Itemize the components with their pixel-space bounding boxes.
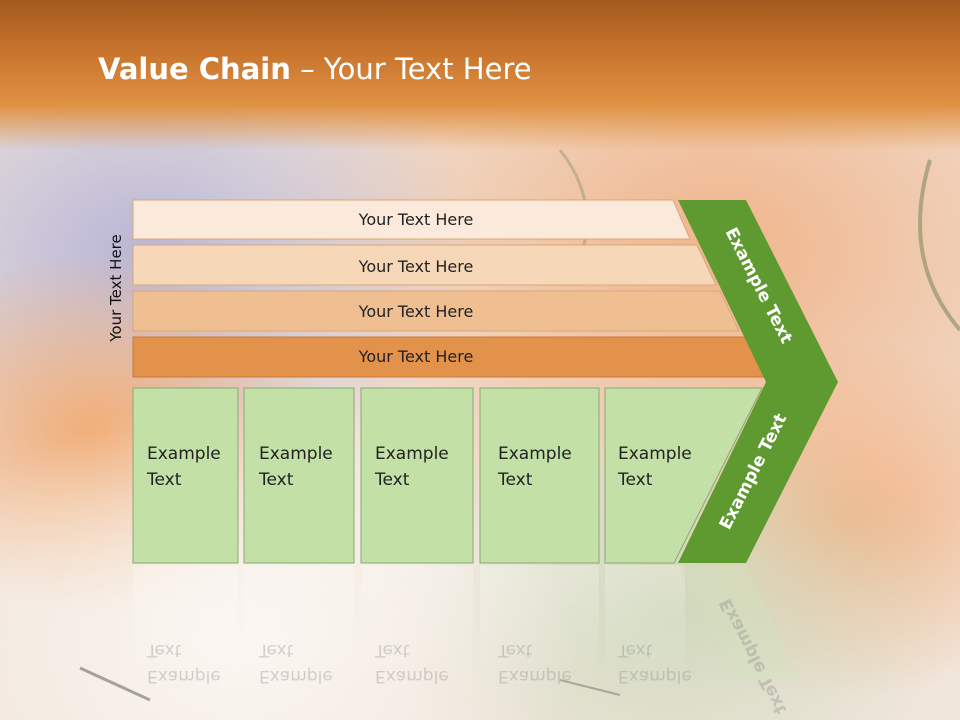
activity-box-2 bbox=[243, 387, 355, 564]
reflection-box-4-line1: Example bbox=[498, 666, 572, 686]
slide-title-bold: Value Chain bbox=[98, 52, 291, 86]
diagram-reflection bbox=[133, 565, 800, 690]
reflection-box-5-line1: Example bbox=[618, 666, 692, 686]
reflection-box-2-line1: Example bbox=[259, 666, 333, 686]
activity-box-1-line1: Example bbox=[147, 444, 221, 464]
row-label-2: Your Text Here bbox=[358, 257, 474, 276]
activity-box-4-line2: Text bbox=[497, 470, 533, 490]
activity-box-3-line1: Example bbox=[375, 444, 449, 464]
activity-box-1 bbox=[132, 387, 239, 564]
activity-box-1-line2: Text bbox=[146, 470, 182, 490]
margin-chevron bbox=[678, 200, 838, 563]
activity-box-3 bbox=[360, 387, 474, 564]
slide-title: Value Chain – Your Text Here bbox=[98, 52, 532, 86]
activity-box-5-line1: Example bbox=[618, 444, 692, 464]
activity-box-2-line1: Example bbox=[259, 444, 333, 464]
activity-box-2-line2: Text bbox=[258, 470, 294, 490]
row-label-1: Your Text Here bbox=[358, 210, 474, 229]
row-bar-3 bbox=[132, 290, 740, 332]
reflection-box-1-line1: Example bbox=[147, 666, 221, 686]
row-label-4: Your Text Here bbox=[358, 347, 474, 366]
slide-title-rest: – Your Text Here bbox=[290, 52, 532, 86]
row-label-3: Your Text Here bbox=[358, 302, 474, 321]
reflection-box-3-line1: Example bbox=[375, 666, 449, 686]
reflection-box-3-line2: Text bbox=[374, 640, 410, 660]
activity-box-3-line2: Text bbox=[374, 470, 410, 490]
reflection-box-1-line2: Text bbox=[146, 640, 182, 660]
header-band bbox=[0, 0, 960, 150]
row-bar-1 bbox=[132, 199, 691, 240]
activity-box-4 bbox=[479, 387, 600, 564]
row-bar-2 bbox=[132, 244, 717, 286]
activity-box-5 bbox=[604, 387, 763, 564]
reflection-box-2-line2: Text bbox=[258, 640, 294, 660]
reflection-box-4-line2: Text bbox=[497, 640, 533, 660]
activity-box-4-line1: Example bbox=[498, 444, 572, 464]
activity-box-5-line2: Text bbox=[617, 470, 653, 490]
reflection-box-5-line2: Text bbox=[617, 640, 653, 660]
